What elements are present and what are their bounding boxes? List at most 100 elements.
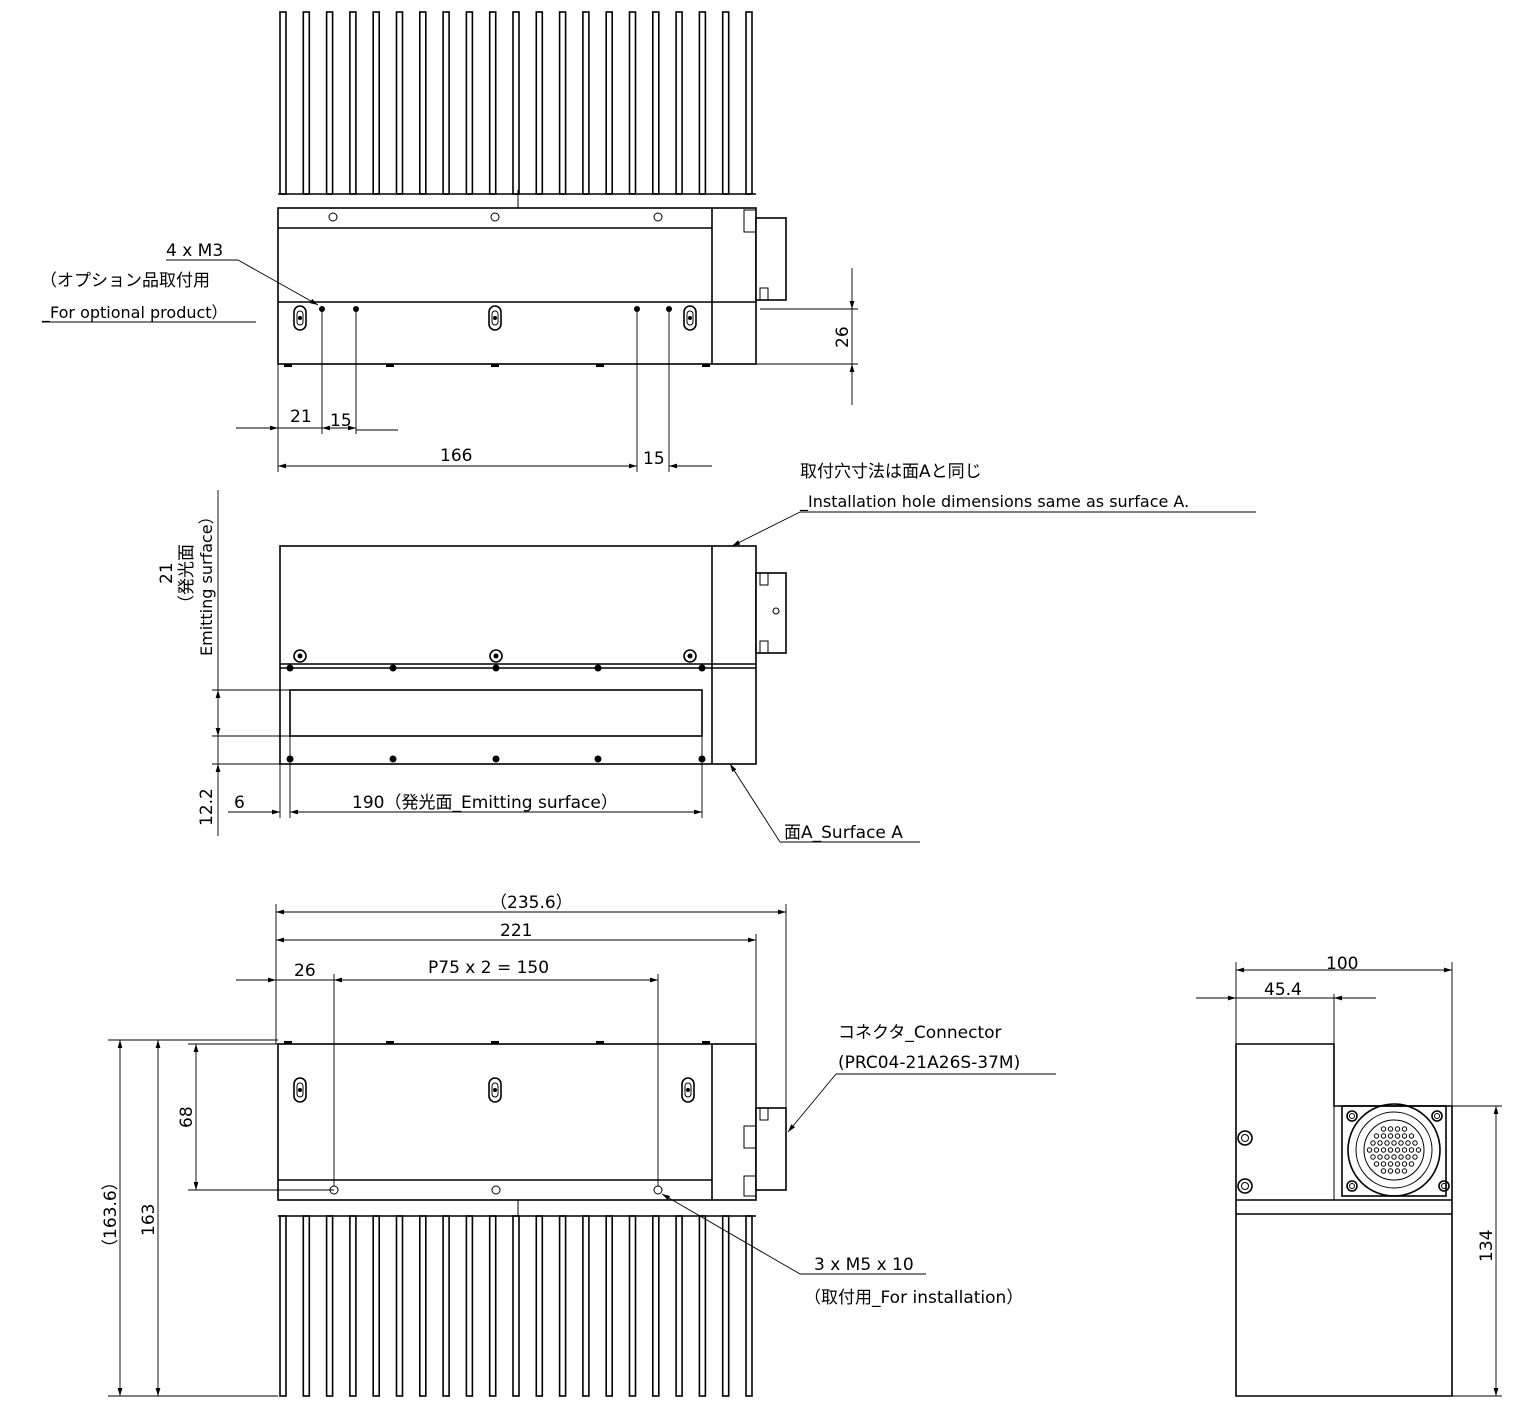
dim-21-side: 21 (157, 562, 177, 584)
dim-15-left: 15 (330, 411, 352, 431)
heatsink-fin (698, 1215, 707, 1397)
end-body-outline (1235, 1043, 1453, 1397)
end-view: 100 45.4 134 (1196, 954, 1502, 1397)
m3-note-en: _For optional product） (41, 303, 228, 323)
dim-166: 166 (440, 446, 472, 466)
slot-hole (683, 305, 697, 331)
heatsink-fin (721, 1215, 730, 1397)
dim-68: 68 (177, 1106, 197, 1128)
dim-221: 221 (500, 921, 532, 941)
m5-hole (491, 1185, 501, 1195)
m5-callout-label: 3 x M5 x 10 (814, 1255, 914, 1275)
emitting-window (289, 689, 703, 737)
heatsink-fin (628, 11, 637, 195)
heatsink-fin (698, 11, 707, 195)
heatsink-fin (745, 11, 753, 195)
top-screw-hole (653, 212, 663, 222)
end-connector-ring (1347, 1103, 1441, 1197)
m3-callout-label: 4 x M3 (166, 241, 223, 261)
m3-note-jp: （オプション品取付用 (40, 271, 210, 291)
heatsink-fin (675, 1215, 683, 1397)
top-heatsink-fins (278, 11, 756, 195)
end-screw (1346, 1180, 1358, 1192)
m5-note: （取付用_For installation） (804, 1288, 1023, 1308)
heatsink-fin (512, 1215, 520, 1397)
heatsink-fin (535, 11, 544, 195)
emit-note-jp: （発光面 (177, 544, 197, 612)
install-note-en: _Installation hole dimensions same as su… (799, 492, 1189, 512)
top-connector-outline (755, 217, 787, 301)
end-screw (1431, 1110, 1443, 1122)
heatsink-fin (535, 1215, 544, 1397)
heatsink-fin (465, 11, 474, 195)
slot-hole (293, 305, 307, 331)
slot-hole (681, 1077, 695, 1103)
connector-label: コネクタ_Connector (838, 1023, 1002, 1043)
heatsink-fin (488, 11, 497, 195)
dim-235-6: （235.6） (490, 893, 573, 913)
dim-6: 6 (234, 793, 245, 813)
connector-model: (PRC04-21A26S-37M) (838, 1053, 1020, 1073)
slot-hole (488, 1077, 502, 1103)
end-screw (1438, 1180, 1450, 1192)
heatsink-fin (651, 11, 660, 195)
side-view: 取付穴寸法は面Aと同じ _Installation hole dimension… (157, 462, 1256, 843)
heatsink-fin (605, 1215, 614, 1397)
heatsink-fin (651, 1215, 660, 1397)
heatsink-fin (442, 11, 450, 195)
dim-26-bottom: 26 (294, 961, 316, 981)
dim-100: 100 (1326, 954, 1358, 974)
heatsink-fin (279, 1215, 287, 1397)
dim-15-right: 15 (643, 449, 665, 469)
end-screw (1346, 1110, 1358, 1122)
install-note-jp: 取付穴寸法は面Aと同じ (800, 462, 982, 482)
side-screw (489, 649, 503, 663)
connector-pins (1366, 1126, 1422, 1174)
heatsink-fin (325, 11, 334, 195)
side-body-outline (279, 545, 757, 765)
heatsink-fin (628, 1215, 637, 1397)
dim-12-2: 12.2 (197, 788, 217, 826)
bottom-connector-outline (755, 1107, 787, 1191)
heatsink-fin (675, 11, 683, 195)
dim-134: 134 (1477, 1230, 1497, 1262)
m3-hole (353, 306, 359, 312)
m5-hole (653, 1185, 663, 1195)
dim-163-6: （163.6） (101, 1173, 121, 1256)
top-screw-hole (328, 212, 338, 222)
heatsink-fin (721, 11, 730, 195)
heatsink-fin (302, 1215, 311, 1397)
bottom-body-outline (277, 1043, 757, 1201)
end-screw (1237, 1130, 1253, 1146)
heatsink-fin (582, 1215, 590, 1397)
end-screw (1237, 1178, 1253, 1194)
heatsink-fin (395, 11, 404, 195)
heatsink-fin (442, 1215, 450, 1397)
dim-190: 190（発光面_Emitting surface） (352, 793, 618, 813)
dim-45-4: 45.4 (1264, 980, 1302, 1000)
heatsink-fin (372, 1215, 381, 1397)
heatsink-fin (349, 11, 357, 195)
heatsink-fin (558, 11, 567, 195)
heatsink-fin (279, 11, 287, 195)
m3-hole (319, 306, 325, 312)
dim-21-top: 21 (290, 407, 312, 427)
heatsink-fin (418, 1215, 427, 1397)
m3-hole (634, 306, 640, 312)
heatsink-fin (558, 1215, 567, 1397)
dim-163: 163 (139, 1204, 159, 1236)
slot-hole (293, 1077, 307, 1103)
bottom-view: （235.6） 221 26 P75 x 2 = 150 68 163 （163… (101, 893, 1056, 1397)
side-screw (293, 649, 307, 663)
bottom-heatsink-fins (278, 1215, 756, 1397)
heatsink-fin (418, 11, 427, 195)
side-screw (683, 649, 697, 663)
heatsink-fin (465, 1215, 474, 1397)
heatsink-fin (325, 1215, 334, 1397)
heatsink-fin (582, 11, 590, 195)
top-view: 4 x M3 （オプション品取付用 _For optional product）… (40, 11, 858, 472)
top-slot-holes (293, 305, 697, 331)
dim-pitch: P75 x 2 = 150 (428, 958, 549, 978)
heatsink-fin (395, 1215, 404, 1397)
